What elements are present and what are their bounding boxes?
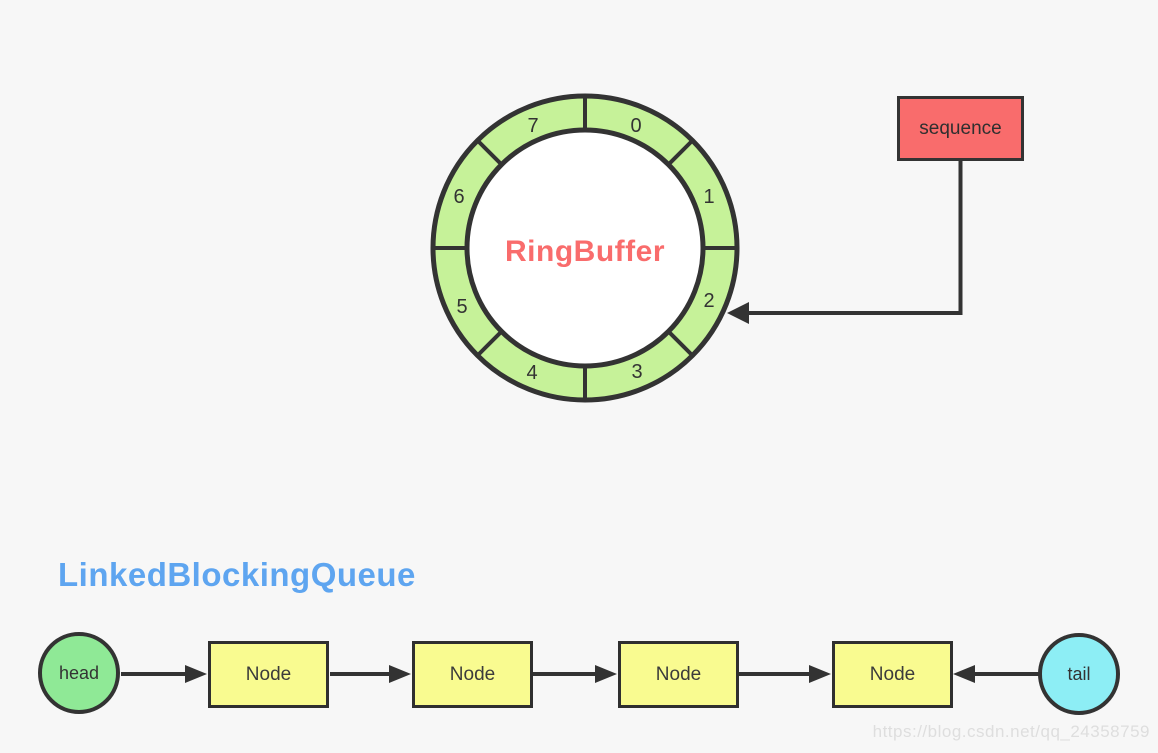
ring-divider-se <box>666 329 694 357</box>
watermark-url: https://blog.csdn.net/qq_24358759 <box>872 722 1150 741</box>
queue-node-2: Node <box>412 641 533 708</box>
ring-slot-4: 4 <box>526 362 538 384</box>
arrowhead-right-icon <box>809 665 831 683</box>
ringbuffer-label: RingBuffer <box>505 235 665 268</box>
ring-slot-6: 6 <box>453 186 465 208</box>
queue-title: LinkedBlockingQueue <box>58 556 416 593</box>
arrowhead-left-icon <box>953 665 975 683</box>
ring-divider-sw <box>476 329 504 357</box>
queue-node-1: Node <box>208 641 329 708</box>
arrowhead-right-icon <box>185 665 207 683</box>
ring-slot-7: 7 <box>527 115 539 137</box>
sequence-connector-line <box>747 161 963 315</box>
queue-arrowheads <box>185 665 975 683</box>
sequence-box: sequence <box>897 96 1024 161</box>
ring-slot-0: 0 <box>630 115 642 137</box>
ring-slot-5: 5 <box>456 296 468 318</box>
ring-slot-2: 2 <box>703 290 715 312</box>
ringbuffer-dividers <box>433 96 737 400</box>
queue-tail-circle: tail <box>1038 633 1120 715</box>
arrowhead-right-icon <box>595 665 617 683</box>
ring-slot-1: 1 <box>703 186 715 208</box>
arrowhead-right-icon <box>389 665 411 683</box>
ring-divider-nw <box>476 139 504 167</box>
queue-head-circle: head <box>38 632 120 714</box>
sequence-arrowhead-icon <box>727 302 749 324</box>
queue-node-4: Node <box>832 641 953 708</box>
queue-node-3: Node <box>618 641 739 708</box>
ring-slot-3: 3 <box>631 361 643 383</box>
ring-divider-ne <box>666 139 694 167</box>
